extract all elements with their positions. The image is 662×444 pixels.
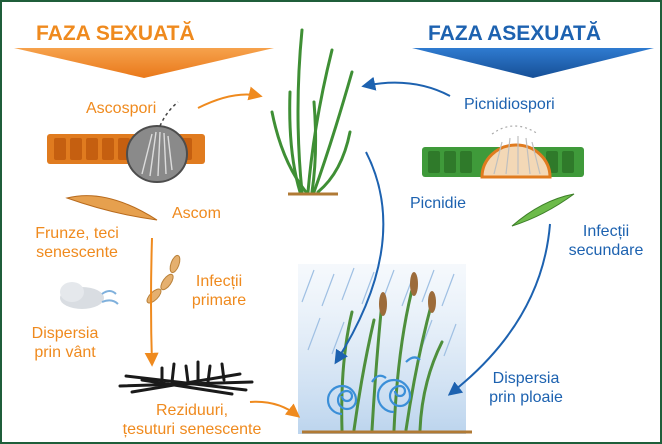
asexual-phase-title: FAZA ASEXUATĂ: [428, 22, 601, 46]
label-infectii-secundare: Infecții secundare: [558, 222, 654, 260]
label-dispersia-ploaie-line1: Dispersia: [476, 369, 576, 388]
label-frunze-line1: Frunze, teci: [18, 224, 136, 243]
label-reziduuri-line1: Reziduuri,: [102, 401, 282, 420]
crop-residue-pile: [120, 362, 252, 394]
label-picnidiospori: Picnidiospori: [464, 95, 555, 114]
sexual-phase-title: FAZA SEXUATĂ: [36, 22, 195, 46]
sexual-phase-banner: [14, 48, 274, 78]
label-reziduuri: Reziduuri, țesuturi senescente: [102, 401, 282, 439]
arrow-ascospores-to-plant: [198, 95, 260, 109]
arrow-leaf-to-residue: [151, 238, 152, 364]
label-ascospori: Ascospori: [86, 99, 156, 118]
label-dispersia-vant-line1: Dispersia: [20, 324, 110, 343]
label-infectii-primare-line1: Infecții: [182, 272, 256, 291]
label-dispersia-vant: Dispersia prin vânt: [20, 324, 110, 362]
label-dispersia-vant-line2: prin vânt: [20, 343, 110, 362]
senescent-leaf: [67, 196, 157, 220]
label-frunze-teci: Frunze, teci senescente: [18, 224, 136, 262]
label-dispersia-ploaie-line2: prin ploaie: [476, 388, 576, 407]
label-ascom: Ascom: [172, 204, 221, 223]
arrow-pycnidiospores-to-plant: [364, 83, 450, 96]
label-infectii-primare: Infecții primare: [182, 272, 256, 310]
wind-cloud-icon: [60, 282, 118, 309]
young-wheat-plant: [272, 30, 352, 192]
label-picnidie: Picnidie: [410, 194, 466, 213]
label-reziduuri-line2: țesuturi senescente: [102, 420, 282, 439]
label-infectii-secundare-line2: secundare: [558, 241, 654, 260]
label-frunze-line2: senescente: [18, 243, 136, 262]
label-infectii-secundare-line1: Infecții: [558, 222, 654, 241]
label-dispersia-ploaie: Dispersia prin ploaie: [476, 369, 576, 407]
asexual-phase-banner: [412, 48, 654, 78]
pycnidium-leaf-tissue: [422, 126, 584, 177]
rain-area: [298, 264, 466, 434]
label-infectii-primare-line2: primare: [182, 291, 256, 310]
